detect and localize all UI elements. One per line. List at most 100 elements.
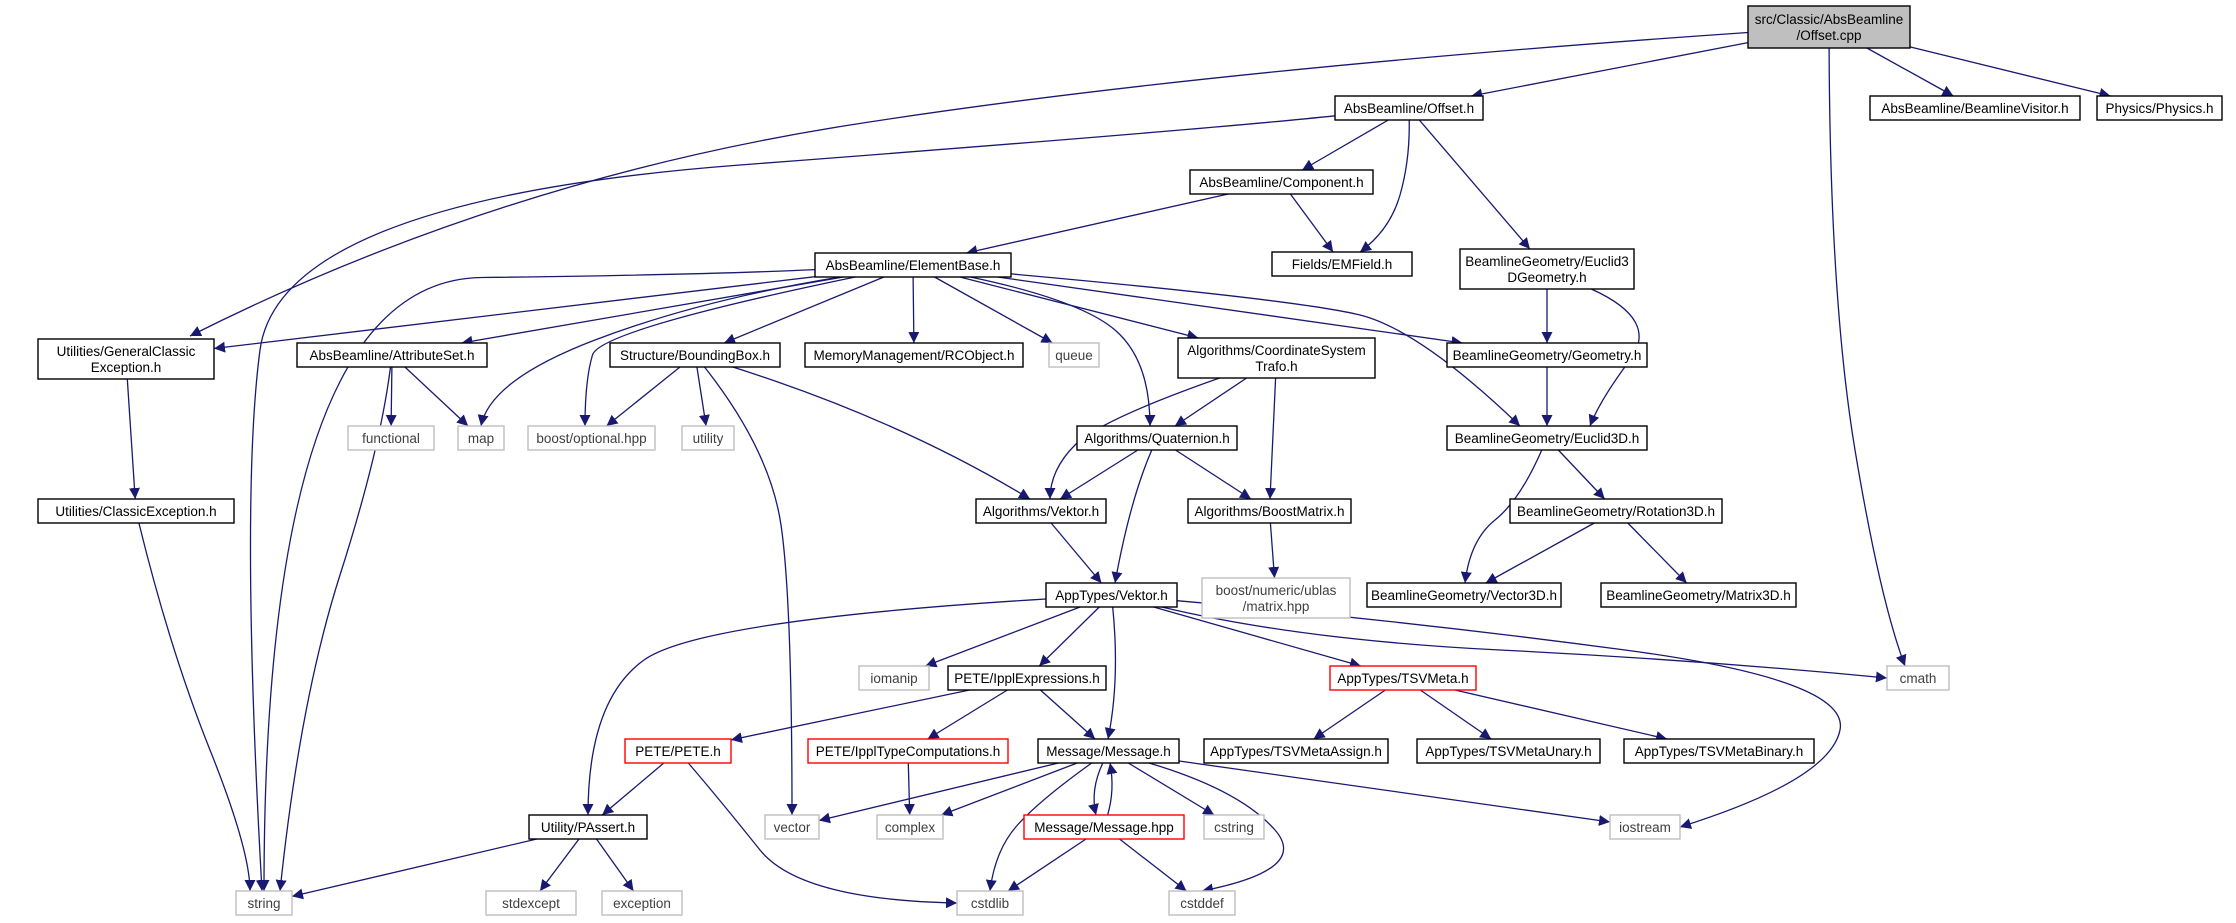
node-box <box>1177 337 1376 379</box>
node-box <box>347 425 435 451</box>
edge-appvektor-to-ipplexpr <box>1038 606 1100 667</box>
edge-elementbase-to-boostoptional <box>579 276 856 427</box>
edge-root-to-genclassicexc <box>189 31 1749 337</box>
node-quaternion[interactable]: Algorithms/Quaternion.h <box>1076 425 1238 451</box>
node-box <box>2096 95 2223 121</box>
node-euclid3d[interactable]: BeamlineGeometry/Euclid3D.h <box>1446 425 1648 451</box>
node-matrix3d[interactable]: BeamlineGeometry/Matrix3D.h <box>1600 582 1797 608</box>
edge-elementbase-to-quaternion <box>970 276 1156 427</box>
edge-component-to-elementbase <box>966 193 1229 256</box>
node-label: utility <box>693 431 724 446</box>
node-label: BeamlineGeometry/Rotation3D.h <box>1517 504 1715 519</box>
edge-coordtrafo-to-quaternion <box>1174 377 1247 427</box>
node-ipplexpr[interactable]: PETE/IpplExpressions.h <box>947 665 1107 691</box>
edge-genclassicexc-to-classicexc <box>126 378 140 500</box>
node-box <box>1201 577 1351 619</box>
node-label: AbsBeamline/BeamlineVisitor.h <box>1881 101 2068 116</box>
node-root[interactable]: src/Classic/AbsBeamline/Offset.cpp <box>1747 5 1911 49</box>
node-component[interactable]: AbsBeamline/Component.h <box>1189 169 1374 195</box>
node-tsvassign[interactable]: AppTypes/TSVMetaAssign.h <box>1203 738 1389 764</box>
node-rotation3d[interactable]: BeamlineGeometry/Rotation3D.h <box>1509 498 1723 524</box>
node-label: cstdlib <box>971 896 1009 911</box>
edge-passert-to-string <box>291 838 537 900</box>
node-geometry[interactable]: BeamlineGeometry/Geometry.h <box>1446 342 1648 368</box>
node-label: AppTypes/TSVMetaUnary.h <box>1425 744 1591 759</box>
node-boostoptional: boost/optional.hpp <box>527 425 656 451</box>
node-classicexc[interactable]: Utilities/ClassicException.h <box>37 498 235 524</box>
edge-elementbase-to-genclassicexc <box>213 276 816 353</box>
edge-appvektor-to-tsvmeta <box>1153 606 1362 669</box>
node-typecomp[interactable]: PETE/IpplTypeComputations.h <box>807 738 1009 764</box>
edge-message_hpp-to-cstddef <box>1119 838 1187 892</box>
node-label: Algorithms/Quaternion.h <box>1084 431 1230 446</box>
node-label: Utilities/ClassicException.h <box>55 504 216 519</box>
edge-offset_h-to-euclid3dgeom <box>1418 119 1531 250</box>
node-message_h[interactable]: Message/Message.h <box>1037 738 1180 764</box>
node-box <box>814 252 1012 278</box>
node-attributeset[interactable]: AbsBeamline/AttributeSet.h <box>296 342 488 368</box>
node-boostmatrix[interactable]: Algorithms/BoostMatrix.h <box>1187 498 1352 524</box>
edge-appvektor-to-message_h <box>1104 606 1117 740</box>
node-pete[interactable]: PETE/PETE.h <box>624 738 732 764</box>
node-algvektor[interactable]: Algorithms/Vektor.h <box>975 498 1107 524</box>
edge-elementbase-to-euclid3d <box>1010 273 1521 427</box>
node-label: /Offset.cpp <box>1796 28 1861 43</box>
node-box <box>1271 251 1413 277</box>
node-physics[interactable]: Physics/Physics.h <box>2096 95 2223 121</box>
node-emfield[interactable]: Fields/EMField.h <box>1271 251 1413 277</box>
node-box <box>1886 665 1950 691</box>
node-message_hpp[interactable]: Message/Message.hpp <box>1023 814 1185 840</box>
node-vector3d[interactable]: BeamlineGeometry/Vector3D.h <box>1366 582 1562 608</box>
node-rcobject[interactable]: MemoryManagement/RCObject.h <box>804 342 1024 368</box>
node-tsvunary[interactable]: AppTypes/TSVMetaUnary.h <box>1416 738 1601 764</box>
node-box <box>296 342 488 368</box>
node-box <box>1076 425 1238 451</box>
node-label: AbsBeamline/Offset.h <box>1344 101 1474 116</box>
node-utility: utility <box>681 425 735 451</box>
edge-tsvmeta-to-tsvassign <box>1313 689 1386 740</box>
edge-tsvmeta-to-tsvunary <box>1419 689 1492 740</box>
node-label: BeamlineGeometry/Vector3D.h <box>1371 588 1557 603</box>
node-elementbase[interactable]: AbsBeamline/ElementBase.h <box>814 252 1012 278</box>
edge-quaternion-to-algvektor <box>1059 449 1139 500</box>
node-label: Trafo.h <box>1255 359 1297 374</box>
node-label: complex <box>885 820 936 835</box>
edge-root-to-physics <box>1909 46 2111 99</box>
node-passert[interactable]: Utility/PAssert.h <box>528 814 648 840</box>
node-appvektor[interactable]: AppTypes/Vektor.h <box>1045 582 1178 608</box>
edge-tsvmeta-to-tsvbinary <box>1454 689 1668 742</box>
edge-passert-to-stdexcept <box>539 838 580 892</box>
node-label: exception <box>613 896 671 911</box>
edge-rotation3d-to-vector3d <box>1485 522 1595 584</box>
node-box <box>1203 738 1389 764</box>
node-beamline_visitor[interactable]: AbsBeamline/BeamlineVisitor.h <box>1869 95 2081 121</box>
node-label: iostream <box>1619 820 1671 835</box>
node-box <box>1446 425 1648 451</box>
node-box <box>1037 738 1180 764</box>
node-boundingbox[interactable]: Structure/BoundingBox.h <box>609 342 781 368</box>
node-label: PETE/PETE.h <box>635 744 721 759</box>
node-tsvmeta[interactable]: AppTypes/TSVMeta.h <box>1329 665 1477 691</box>
node-tsvbinary[interactable]: AppTypes/TSVMetaBinary.h <box>1623 738 1815 764</box>
node-offset_h[interactable]: AbsBeamline/Offset.h <box>1334 95 1484 121</box>
node-label: vector <box>774 820 811 835</box>
node-queue: queue <box>1048 342 1100 368</box>
node-vector: vector <box>764 814 820 840</box>
node-box <box>681 425 735 451</box>
edge-offset_h-to-string <box>249 115 1336 892</box>
node-box <box>624 738 732 764</box>
node-label: AbsBeamline/Component.h <box>1199 175 1363 190</box>
edge-appvektor-to-cmath <box>1161 606 1888 683</box>
node-box <box>457 425 505 451</box>
edge-ipplexpr-to-typecomp <box>927 689 1008 740</box>
edge-elementbase-to-string <box>258 268 816 892</box>
node-box <box>807 738 1009 764</box>
node-box <box>1600 582 1797 608</box>
node-label: Exception.h <box>91 360 162 375</box>
edge-offset_h-to-emfield <box>1359 119 1410 253</box>
node-label: queue <box>1055 348 1093 363</box>
edge-elementbase-to-queue <box>934 276 1053 344</box>
